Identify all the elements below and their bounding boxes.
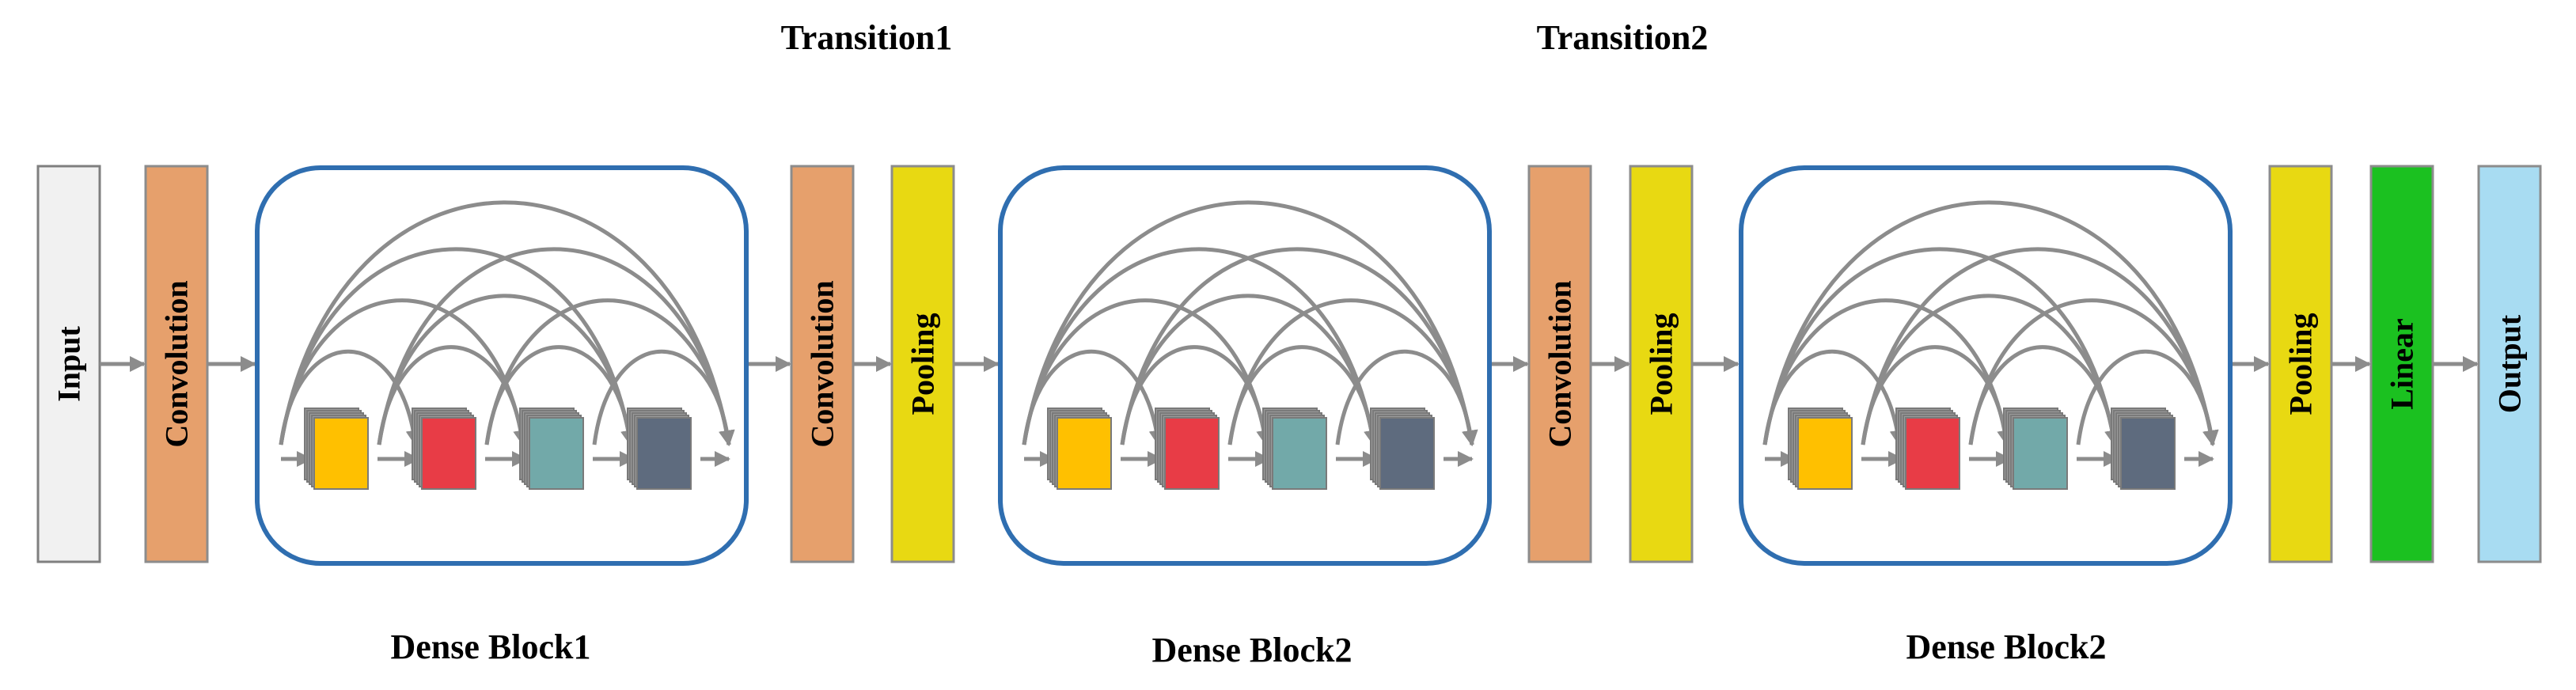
skip-connection-arc [1227,298,1478,446]
dense-block3-label: Dense Block2 [1906,627,2107,666]
skip-connection-arc [1022,298,1273,446]
convolution-box-2 [790,165,855,563]
feature-map-stack-3 [2003,408,2068,490]
convolution-box-1 [144,165,209,563]
feature-map-front [1905,417,1960,490]
feature-map-stack-3 [1262,408,1327,490]
dense-blocks [255,165,2233,566]
skip-connections [1762,200,2219,446]
feature-map-front [1272,417,1327,490]
skip-connection-arc [279,247,636,446]
skip-connection-arc [1762,298,2013,446]
feature-map-stack-4 [627,408,692,490]
feature-map-stack-4 [2111,408,2176,490]
dense-block-frame [255,165,749,566]
pooling-label-2: Pooling [1644,313,1679,415]
feature-map-front [2013,417,2068,490]
dense-block-frame [998,165,1492,566]
linear-label: Linear [2384,318,2420,410]
skip-connection-arc [2076,349,2219,446]
output-box [2477,165,2542,563]
skip-connections [279,200,735,446]
feature-map-front [421,417,476,490]
convolution-label-3: Convolution [1542,280,1578,447]
linear-box [2369,165,2434,563]
convolution-layer-2: Convolution [790,165,855,563]
output-layer: Output [2477,165,2542,563]
skip-connection-arc [1022,247,1379,446]
skip-connection-arc [377,247,734,446]
convolution-label-2: Convolution [805,280,840,447]
feature-map-stack-4 [1370,408,1435,490]
feature-map-front [313,417,369,490]
skip-connection-arc [592,349,735,446]
linear-layer: Linear [2369,165,2434,563]
dense-block-frame [1739,165,2233,566]
pooling-label-3: Pooling [2283,313,2319,415]
convolution-layer-1: Convolution [144,165,209,563]
feature-map-stack-2 [1155,408,1220,490]
convolution-layer-3: Convolution [1527,165,1592,563]
feature-map-front [1164,417,1220,490]
skip-connection-arc [1762,200,2218,446]
dense-block-2 [998,165,1492,566]
skip-connections [1022,200,1478,446]
skip-connection-arc [1762,247,2120,446]
input-label: Input [51,326,87,402]
feature-map-stack-1 [1047,408,1112,490]
skip-connection-arc [484,298,735,446]
feature-map-front [636,417,692,490]
convolution-label-1: Convolution [159,280,195,447]
dense-block2-label: Dense Block2 [1152,631,1352,669]
feature-map-front [2120,417,2176,490]
feature-map-stack-3 [519,408,584,490]
feature-map-front [529,417,584,490]
pooling-layer-3: Pooling [2268,165,2333,563]
dense-block1-label: Dense Block1 [391,627,591,666]
pooling-label-1: Pooling [905,313,941,415]
pooling-box-2 [1629,165,1694,563]
pooling-layer-1: Pooling [890,165,955,563]
dense-block-1 [255,165,749,566]
input-box [36,165,101,563]
pooling-box-3 [2268,165,2333,563]
feature-map-front [1057,417,1112,490]
dense-block-3 [1739,165,2233,566]
feature-map-stack-2 [412,408,476,490]
output-label: Output [2492,314,2528,413]
feature-map-stack-2 [1895,408,1960,490]
skip-connection-arc [1861,247,2218,446]
feature-map-stack-1 [1788,408,1853,490]
convolution-box-3 [1527,165,1592,563]
transition1-label: Transition1 [781,18,953,57]
feature-map-stack-1 [304,408,369,490]
skip-connection-arc [279,200,734,446]
skip-connection-arc [1335,349,1478,446]
skip-connection-arc [279,298,529,446]
skip-connection-arc [1022,200,1478,446]
skip-connection-arc [1120,247,1478,446]
pooling-layer-2: Pooling [1629,165,1694,563]
skip-connection-arc [1968,298,2219,446]
transition2-label: Transition2 [1537,18,1709,57]
feature-map-front [1797,417,1853,490]
feature-map-front [1379,417,1435,490]
input-layer: Input [36,165,101,563]
